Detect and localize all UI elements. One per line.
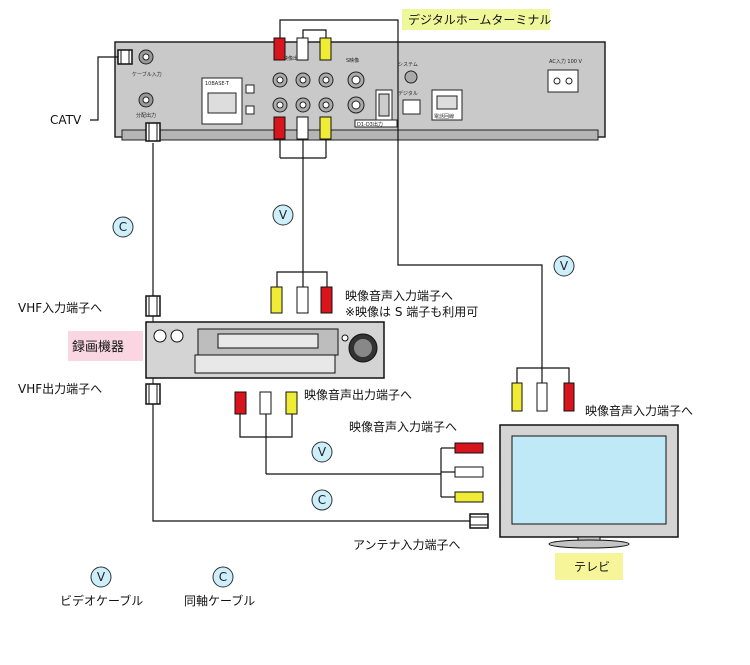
digital-home-terminal: ケーブル入力 分配出力 10BASE-T 映像出力 S映像 D1-D3出力 シス… <box>114 41 606 141</box>
cable-marker-v-2: V <box>553 255 575 277</box>
svg-text:V: V <box>279 208 288 222</box>
rca-plugs-tv-top <box>511 382 575 412</box>
recorder-device <box>145 321 385 379</box>
rca-plugs-recorder-input <box>270 286 333 314</box>
tv-av-in-left-label: 映像音声入力端子へ <box>349 419 457 434</box>
tv-label-bg <box>555 553 623 580</box>
panel-label-ac-in: AC入力 100 V <box>549 58 583 65</box>
terminal-label-bg <box>402 9 550 30</box>
cable-marker-v-1: V <box>272 204 294 226</box>
panel-label-digital: デジタル <box>398 90 418 97</box>
svg-text:V: V <box>318 445 327 459</box>
panel-label-d1: D1-D3出力 <box>357 121 383 128</box>
terminal-label: デジタルホームターミナル <box>408 12 551 27</box>
rca-plugs-terminal-top <box>273 37 332 61</box>
panel-label-phone: 電話回線 <box>434 113 454 120</box>
legend-coax-label: 同軸ケーブル <box>184 593 255 608</box>
panel-label-s-video: S映像 <box>346 57 359 64</box>
legend-video-marker: V <box>90 566 112 588</box>
rca-plugs-tv-side <box>454 442 484 503</box>
vhf-in-label: VHF入力端子へ <box>18 301 102 315</box>
recorder-label-bg <box>68 331 143 361</box>
panel-label-split-out: 分配出力 <box>136 112 156 119</box>
recorder-av-out-label: 映像音声出力端子へ <box>304 387 412 402</box>
legend: V ビデオケーブル C 同軸ケーブル <box>60 566 255 608</box>
panel-label-cable-in: ケーブル入力 <box>132 71 162 78</box>
panel-label-video-out: 映像出力 <box>283 55 303 62</box>
recorder-av-in-label: 映像音声入力端子へ <box>345 288 453 303</box>
tv-label: テレビ <box>574 560 610 574</box>
svg-text:C: C <box>119 220 127 234</box>
svg-text:V: V <box>97 570 106 584</box>
panel-label-system: システム <box>398 62 418 68</box>
cable-marker-v-3: V <box>311 441 333 463</box>
vhf-in-connector <box>145 295 161 322</box>
coax-connector-terminal <box>145 122 161 142</box>
legend-video-label: ビデオケーブル <box>60 593 143 608</box>
svg-text:V: V <box>560 259 569 273</box>
cable-marker-c-2: C <box>311 489 333 511</box>
panel-label-lan: 10BASE-T <box>205 81 230 87</box>
tv-device <box>499 424 679 549</box>
rca-plugs-terminal-bottom <box>273 116 332 140</box>
tv-av-in-right-label: 映像音声入力端子へ <box>585 403 693 418</box>
svg-text:C: C <box>318 493 326 507</box>
antenna-in-label: アンテナ入力端子へ <box>353 538 461 552</box>
catv-connector <box>117 49 133 65</box>
antenna-connector <box>469 513 489 529</box>
rca-plugs-recorder-output <box>234 391 298 415</box>
recorder-label: 録画機器 <box>72 340 124 355</box>
catv-label: CATV <box>50 113 82 127</box>
vhf-out-label: VHF出力端子へ <box>18 382 102 396</box>
legend-coax-marker: C <box>212 566 234 588</box>
cables <box>90 19 570 522</box>
vhf-out-connector <box>145 378 161 405</box>
svg-text:C: C <box>219 570 227 584</box>
recorder-av-in-note: ※映像は S 端子も利用可 <box>345 305 478 319</box>
cable-marker-c-1: C <box>112 216 134 238</box>
